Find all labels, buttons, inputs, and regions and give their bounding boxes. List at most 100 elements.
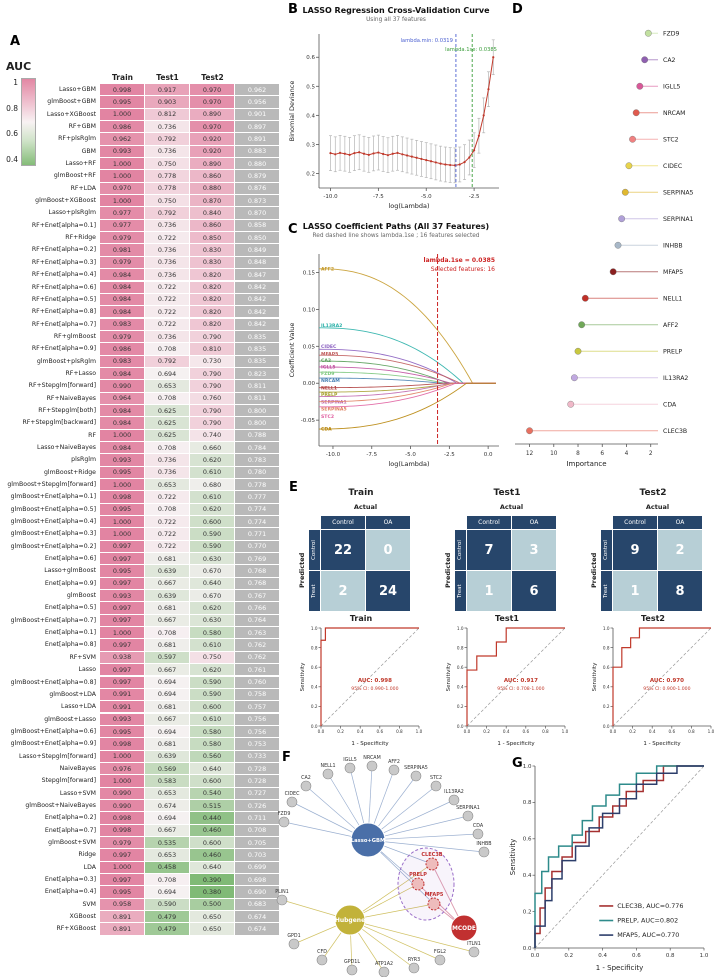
svg-text:95% CI: 0.990-1.000: 95% CI: 0.990-1.000	[351, 686, 398, 692]
svg-text:STC2: STC2	[321, 414, 334, 420]
auc-cell: 0.938	[100, 651, 144, 664]
auc-cell: 0.790	[190, 367, 234, 380]
model-name: RF+Enet[alpha=0.4]	[31, 271, 96, 279]
auc-cell: 0.891	[100, 923, 144, 935]
model-name: Lasso+LDA	[61, 703, 96, 711]
matrix-cell: 9	[613, 530, 657, 570]
model-name: Stepglm[forward]	[41, 777, 96, 785]
mean-auc-cell: 0.800	[235, 404, 279, 417]
model-name: glmBoost+Enet[alpha=0.3]	[10, 530, 96, 538]
auc-cell: 1.000	[100, 479, 144, 491]
svg-text:log(Lambda): log(Lambda)	[388, 460, 429, 468]
svg-text:FZD9: FZD9	[321, 371, 334, 377]
auc-cell: 0.917	[145, 84, 189, 96]
model-name: Enet[alpha=0.5]	[44, 604, 96, 612]
svg-text:0.8: 0.8	[396, 729, 403, 734]
auc-cell: 0.590	[190, 528, 234, 540]
auc-cell: 0.610	[190, 466, 234, 478]
svg-text:SERPINA1: SERPINA1	[321, 399, 347, 405]
mean-auc-cell: 0.783	[235, 454, 279, 466]
auc-cell: 0.984	[100, 269, 144, 281]
model-name: Lasso+Stepglm[forward]	[19, 752, 96, 760]
auc-cell: 0.792	[145, 355, 189, 367]
svg-text:0.6: 0.6	[522, 729, 529, 734]
svg-text:AFF2: AFF2	[663, 322, 678, 329]
svg-text:-5.0: -5.0	[421, 194, 432, 200]
svg-text:FZD9: FZD9	[663, 30, 680, 37]
auc-legend: AUC 1 0.8 0.6 0.4	[6, 60, 36, 166]
auc-cell: 0.993	[100, 145, 144, 158]
mean-auc-cell: 0.767	[235, 590, 279, 602]
auc-cell: 0.977	[100, 207, 144, 219]
auc-cell: 0.998	[100, 491, 144, 503]
svg-text:0.2: 0.2	[483, 729, 490, 734]
svg-text:-5.0: -5.0	[405, 452, 416, 458]
svg-text:AUC: 0.970: AUC: 0.970	[650, 678, 684, 684]
auc-cell: 0.670	[190, 590, 234, 602]
mean-auc-cell: 0.756	[235, 725, 279, 738]
auc-cell: 0.820	[190, 269, 234, 281]
auc-cell: 0.984	[100, 417, 144, 429]
model-name: RF+XGBoost	[56, 925, 96, 933]
model-name: RF+Ridge	[65, 234, 96, 242]
auc-cell: 0.625	[145, 429, 189, 441]
svg-text:SERPINA5: SERPINA5	[404, 765, 428, 771]
model-name: glmBoost+Enet[alpha=0.6]	[10, 727, 96, 735]
auc-cell: 0.660	[190, 441, 234, 454]
auc-cell: 0.610	[190, 713, 234, 725]
svg-text:-7.5: -7.5	[366, 452, 377, 458]
auc-cell: 0.736	[145, 219, 189, 232]
auc-cell: 0.997	[100, 577, 144, 590]
svg-text:0.8: 0.8	[603, 645, 610, 650]
svg-text:0.5: 0.5	[306, 84, 315, 90]
model-name: glmBoost+plsRglm	[36, 357, 96, 365]
auc-cell: 0.736	[145, 256, 189, 269]
panel-d-label: D	[512, 2, 523, 17]
svg-text:1.0: 1.0	[562, 729, 569, 734]
auc-cell: 0.667	[145, 664, 189, 676]
model-name: glmBoost+Enet[alpha=0.1]	[10, 493, 96, 501]
mean-auc-cell: 0.770	[235, 540, 279, 553]
mean-auc-cell: 0.766	[235, 602, 279, 614]
mean-auc-cell: 0.762	[235, 639, 279, 651]
svg-text:lambda.min: 0.0319: lambda.min: 0.0319	[400, 38, 452, 44]
svg-text:MFAP5, AUC=0.770: MFAP5, AUC=0.770	[617, 931, 679, 939]
col-train: Train	[112, 73, 133, 82]
coef-paths-subtitle: Red dashed line shows lambda.1se ; 16 fe…	[312, 233, 480, 239]
svg-text:-10.0: -10.0	[323, 194, 338, 200]
svg-text:0.2: 0.2	[523, 909, 532, 915]
svg-text:CIDEC: CIDEC	[663, 163, 682, 170]
model-name: LDA	[83, 863, 96, 871]
svg-text:CDA: CDA	[321, 427, 332, 433]
mean-auc-cell: 0.771	[235, 528, 279, 540]
svg-text:CLEC3B, AUC=0.776: CLEC3B, AUC=0.776	[617, 902, 683, 910]
table-header: Train Test1 Test2	[2, 73, 235, 82]
model-name: RF+Enet[alpha=0.8]	[31, 308, 96, 316]
mean-auc-cell: 0.823	[235, 367, 279, 380]
auc-cell: 0.993	[100, 713, 144, 725]
auc-cell: 0.590	[190, 676, 234, 688]
model-name: RF+plsRglm	[58, 135, 96, 143]
svg-text:-2.5: -2.5	[469, 194, 480, 200]
svg-text:SERPINA1: SERPINA1	[663, 216, 694, 223]
model-name: RF+Enet[alpha=0.2]	[31, 246, 96, 254]
svg-text:0.6: 0.6	[457, 665, 464, 670]
auc-cell: 0.639	[145, 590, 189, 602]
model-name: RF+Stepglm[backward]	[22, 419, 96, 427]
auc-cell: 0.997	[100, 602, 144, 614]
mean-auc-cell: 0.726	[235, 799, 279, 812]
svg-text:-10.0: -10.0	[326, 452, 341, 458]
auc-cell: 0.600	[190, 775, 234, 787]
mean-auc-cell: 0.760	[235, 676, 279, 688]
auc-cell: 0.750	[145, 158, 189, 170]
mean-auc-cell: 0.876	[235, 182, 279, 195]
